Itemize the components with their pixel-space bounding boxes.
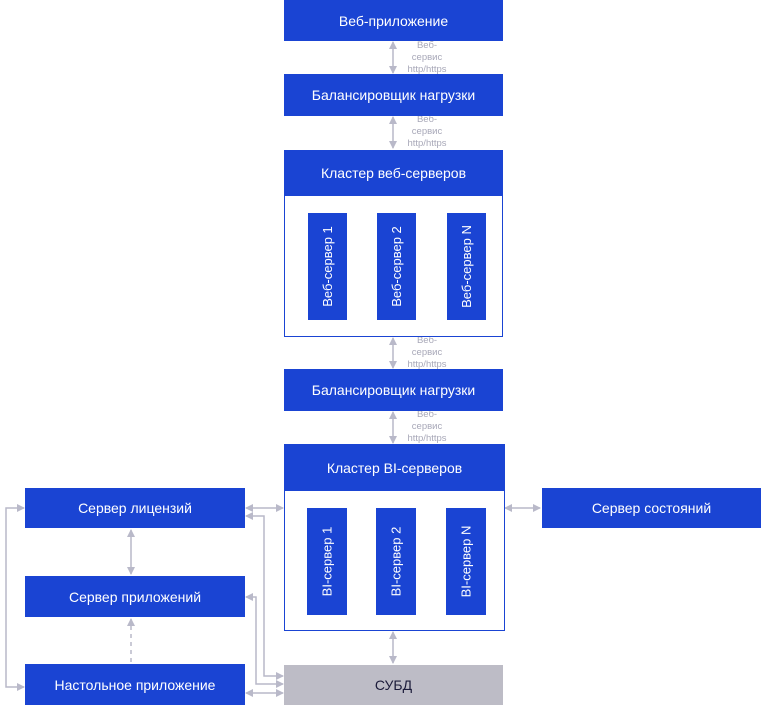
bi-cluster-header: Кластер BI-серверов <box>284 444 505 491</box>
load-balancer-top-label: Балансировщик нагрузки <box>311 87 476 103</box>
protocol-label-3: Веб- сервис http/https <box>407 335 447 370</box>
web-cluster-title: Кластер веб-серверов <box>320 165 467 181</box>
bi-server-1: BI-сервер 1 <box>307 508 347 615</box>
web-server-2: Веб-сервер 2 <box>377 213 416 320</box>
state-server-label: Сервер состояний <box>591 500 712 516</box>
protocol-label-1: Веб- сервис http/https <box>407 40 447 75</box>
app-server-block: Сервер приложений <box>25 576 245 617</box>
web-app-block: Веб-приложение <box>284 0 503 41</box>
web-cluster-header: Кластер веб-серверов <box>284 150 503 196</box>
desktop-app-block: Настольное приложение <box>25 664 245 705</box>
state-server-block: Сервер состояний <box>542 488 761 528</box>
web-server-1-label: Веб-сервер 1 <box>320 226 335 307</box>
arrow-license-dbms <box>245 512 284 680</box>
license-server-block: Сервер лицензий <box>25 488 245 528</box>
dbms-block: СУБД <box>284 665 503 705</box>
arrow-appserver-dbms <box>245 593 284 688</box>
bi-server-2: BI-сервер 2 <box>376 508 416 615</box>
web-server-n: Веб-сервер N <box>447 213 486 320</box>
load-balancer-top: Балансировщик нагрузки <box>284 74 503 116</box>
web-server-n-label: Веб-сервер N <box>459 225 474 308</box>
bi-server-1-label: BI-сервер 1 <box>319 526 335 597</box>
desktop-app-label: Настольное приложение <box>54 676 216 693</box>
web-server-1: Веб-сервер 1 <box>308 213 347 320</box>
load-balancer-mid-label: Балансировщик нагрузки <box>311 382 476 398</box>
bi-server-n: BI-сервер N <box>446 508 486 615</box>
web-app-label: Веб-приложение <box>338 12 449 29</box>
load-balancer-mid: Балансировщик нагрузки <box>284 369 503 411</box>
protocol-label-2: Веб- сервис http/https <box>407 114 447 149</box>
license-server-label: Сервер лицензий <box>78 500 192 516</box>
protocol-label-4: Веб- сервис http/https <box>407 409 447 444</box>
web-server-2-label: Веб-сервер 2 <box>389 226 404 307</box>
app-server-label: Сервер приложений <box>68 588 202 605</box>
bi-server-2-label: BI-сервер 2 <box>388 526 404 597</box>
bi-server-n-label: BI-сервер N <box>458 525 474 598</box>
dbms-label: СУБД <box>374 677 413 693</box>
arrow-license-desktop <box>5 504 25 691</box>
bi-cluster-title: Кластер BI-серверов <box>326 459 463 476</box>
